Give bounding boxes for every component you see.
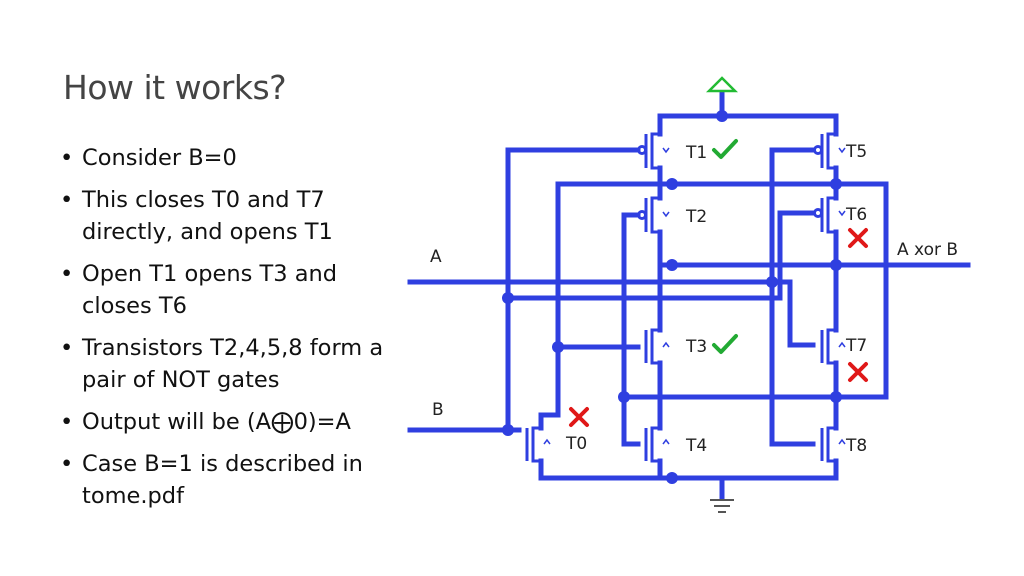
label-t5: T5 bbox=[845, 142, 867, 162]
t2-symbol bbox=[644, 196, 660, 234]
cross-icon bbox=[569, 407, 589, 427]
label-t8: T8 bbox=[845, 436, 867, 456]
t0-drain bbox=[538, 412, 561, 431]
label-output: A xor B bbox=[897, 240, 958, 260]
label-t2: T2 bbox=[685, 207, 707, 227]
bullet-list: Consider B=0 This closes T0 and T7 direc… bbox=[60, 142, 400, 522]
t1-symbol bbox=[644, 132, 660, 170]
junction-dots bbox=[502, 110, 842, 484]
circuit-wires bbox=[407, 90, 971, 501]
transistor-arrows bbox=[543, 147, 846, 445]
cross-icon bbox=[848, 362, 868, 382]
transistor-symbols bbox=[525, 132, 836, 463]
ground-icon bbox=[710, 499, 734, 513]
label-t7: T7 bbox=[845, 336, 867, 356]
label-t4: T4 bbox=[685, 436, 707, 456]
t1-bubble bbox=[637, 145, 647, 155]
t8-symbol bbox=[820, 426, 836, 463]
bullet-item: Open T1 opens T3 and closes T6 bbox=[60, 258, 400, 322]
slide-title: How it works? bbox=[63, 68, 287, 107]
t5-t8-gate-wire bbox=[769, 147, 816, 447]
state-marks-cross bbox=[569, 228, 868, 427]
label-input-b: B bbox=[432, 400, 444, 420]
bullet-item: Transistors T2,4,5,8 form a pair of NOT … bbox=[60, 332, 400, 396]
check-icon bbox=[712, 334, 738, 354]
check-icon bbox=[712, 139, 738, 159]
t0-symbol bbox=[525, 426, 541, 463]
t5-symbol bbox=[820, 132, 836, 170]
t3-symbol bbox=[644, 328, 660, 365]
input-a-wire bbox=[407, 279, 816, 348]
vdd-icon bbox=[705, 76, 739, 93]
b-to-t6-gate bbox=[505, 210, 816, 301]
label-t6: T6 bbox=[845, 205, 867, 225]
bullet-item: Consider B=0 bbox=[60, 142, 400, 174]
label-input-a: A bbox=[430, 247, 442, 267]
bullet-item: Case B=1 is described in tome.pdf bbox=[60, 448, 400, 512]
label-t3: T3 bbox=[685, 337, 707, 357]
t4-symbol bbox=[644, 426, 660, 463]
label-t1: T1 bbox=[685, 143, 707, 163]
bullet-item: Output will be (A⨁0)=A bbox=[60, 406, 400, 438]
label-t0: T0 bbox=[565, 434, 587, 454]
state-marks-check bbox=[712, 139, 738, 354]
cross-icon bbox=[848, 228, 868, 248]
t6-symbol bbox=[820, 196, 836, 234]
t2-t4-gate-wire bbox=[621, 212, 641, 447]
bullet-item: This closes T0 and T7 directly, and open… bbox=[60, 184, 400, 248]
t7-symbol bbox=[820, 328, 836, 365]
